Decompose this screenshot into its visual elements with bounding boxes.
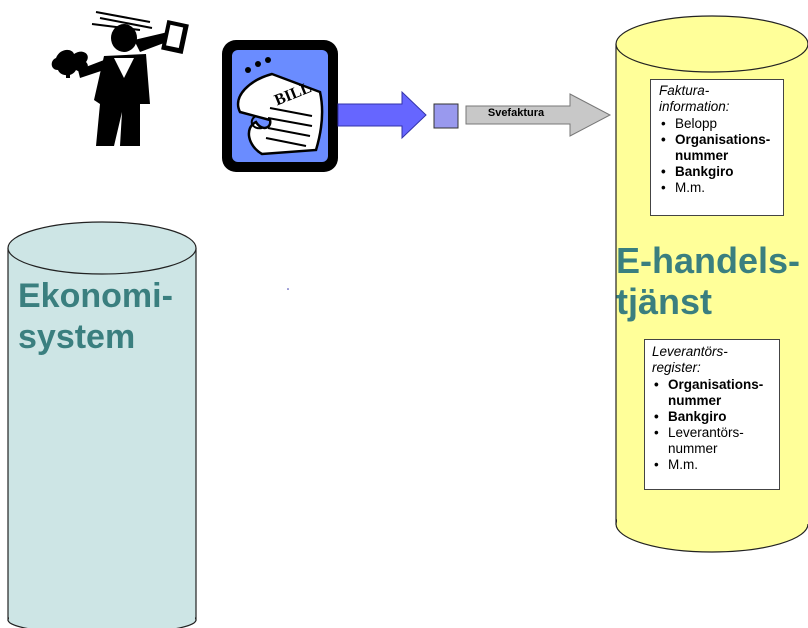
- leverantor-item-levnr: Leverantörs- nummer: [652, 425, 775, 457]
- faktura-item-orgnr: Organisations- nummer: [659, 132, 779, 164]
- ekonomi-cylinder: [7, 221, 197, 628]
- ekonomi-title: Ekonomi- system: [18, 277, 173, 356]
- svefaktura-label: Svefaktura: [487, 107, 545, 119]
- faktura-item-bankgiro: Bankgiro: [659, 164, 779, 180]
- faktura-info-box: Faktura- information: Belopp Organisatio…: [650, 79, 784, 216]
- leverantor-heading: Leverantörs- register:: [652, 344, 728, 375]
- bill-icon: BILL: [222, 40, 338, 172]
- faktura-item-mm: M.m.: [659, 180, 779, 196]
- leverantor-info-box: Leverantörs- register: Organisations- nu…: [644, 339, 780, 490]
- ehandel-title: E-handels- tjänst: [616, 240, 801, 323]
- small-square: [433, 103, 459, 129]
- person-icon: [51, 11, 189, 146]
- stray-dot: [287, 288, 289, 290]
- leverantor-list: Organisations- nummer Bankgiro Leverantö…: [652, 377, 775, 473]
- faktura-item-belopp: Belopp: [659, 116, 779, 132]
- leverantor-item-orgnr: Organisations- nummer: [652, 377, 775, 409]
- faktura-list: Belopp Organisations- nummer Bankgiro M.…: [659, 116, 779, 196]
- leverantor-item-mm: M.m.: [652, 457, 775, 473]
- blue-arrow: [337, 90, 427, 140]
- faktura-heading: Faktura- information:: [659, 83, 730, 114]
- svefaktura-arrow: [465, 93, 612, 137]
- leverantor-item-bankgiro: Bankgiro: [652, 409, 775, 425]
